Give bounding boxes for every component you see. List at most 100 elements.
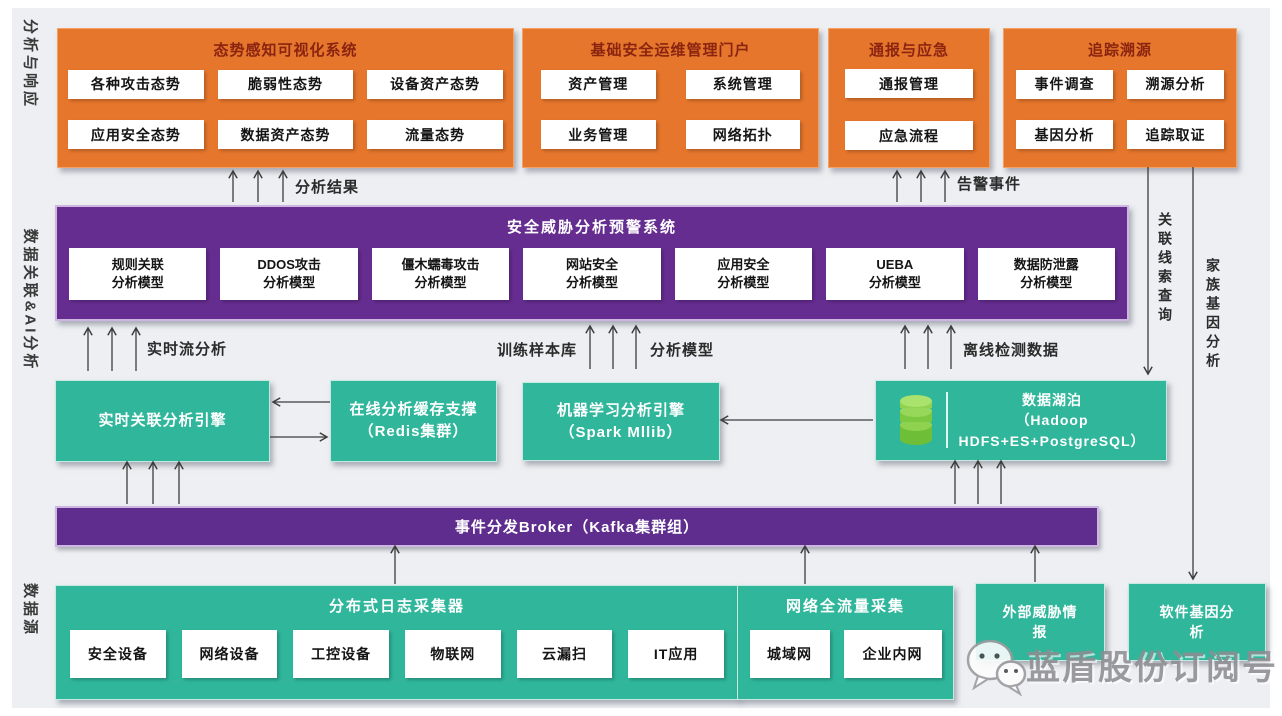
sub-item: 工控设备	[293, 629, 389, 678]
label-clue-query: 关联线索查询	[1157, 212, 1173, 326]
box-title: 基础安全运维管理门户	[590, 42, 751, 59]
box-situational-awareness: 态势感知可视化系统 各种攻击态势 脆弱性态势 设备资产态势 应用安全态势 数据资…	[57, 28, 514, 168]
sub-item: 基因分析	[1016, 120, 1113, 150]
model-item: 应用安全分析模型	[674, 248, 813, 300]
label-alert-events: 告警事件	[957, 176, 1022, 193]
label-offline-data: 离线检测数据	[963, 342, 1060, 359]
sub-item: IT应用	[628, 629, 724, 678]
sub-item: 通报管理	[845, 69, 973, 98]
sub-item: 企业内网	[843, 629, 942, 678]
engine-label: 机器学习分析引擎 （Spark Mllib）	[557, 400, 685, 444]
model-item: 网站安全分析模型	[523, 248, 661, 300]
side-label-data-source: 数据源	[21, 582, 39, 638]
sub-item: 物联网	[404, 629, 501, 678]
model-line2: 分析模型	[1020, 275, 1073, 290]
item-grid: 资产管理 系统管理 业务管理 网络拓扑	[523, 62, 818, 167]
sub-item: 网络拓扑	[685, 120, 800, 150]
box-log-collector: 分布式日志采集器 安全设备 网络设备 工控设备 物联网 云漏扫 IT应用	[55, 585, 739, 700]
lake-line3: HDFS+ES+PostgreSQL）	[958, 432, 1146, 449]
model-line2: 分析模型	[565, 275, 618, 290]
system-title: 安全威胁分析预警系统	[506, 219, 677, 236]
item-grid: 事件调查 溯源分析 基因分析 追踪取证	[1004, 62, 1236, 167]
label-realtime-stream: 实时流分析	[147, 341, 228, 358]
model-line2: 分析模型	[414, 275, 467, 290]
sub-item: 安全设备	[70, 629, 166, 678]
model-item: DDOS攻击分析模型	[220, 248, 358, 300]
model-item: UEBA 分析模型	[826, 248, 964, 300]
line2: 析	[1189, 624, 1205, 640]
box-software-gene: 软件基因分 析	[1128, 583, 1266, 661]
software-gene-label: 软件基因分 析	[1160, 602, 1235, 643]
data-lake-label: 数据湖泊 （Hadoop HDFS+ES+PostgreSQL）	[958, 390, 1145, 451]
model-line1: 网站安全	[565, 256, 618, 272]
box-threat-warning-system: 安全威胁分析预警系统 规则关联分析模型 DDOS攻击分析模型 僵木蠕毒攻击分析模…	[55, 205, 1129, 321]
sub-item: 城域网	[749, 629, 830, 678]
sub-item: 溯源分析	[1127, 69, 1224, 99]
item-grid: 安全设备 网络设备 工控设备 物联网 云漏扫 IT应用	[56, 616, 738, 699]
model-item: 规则关联分析模型	[69, 248, 207, 300]
sub-item: 追踪取证	[1127, 120, 1224, 150]
sub-item: 系统管理	[685, 69, 800, 99]
line2: 报	[1032, 624, 1048, 640]
model-line2: 分析模型	[111, 275, 164, 290]
sub-item: 事件调查	[1016, 69, 1113, 99]
box-redis-cache: 在线分析缓存支撑 （Redis集群）	[330, 380, 497, 462]
model-line1: 僵木蠕毒攻击	[401, 256, 480, 272]
lake-line2: （Hadoop	[1015, 412, 1089, 429]
box-notification-emergency: 通报与应急 通报管理 应急流程	[828, 28, 990, 168]
box-title: 追踪溯源	[1087, 42, 1152, 59]
sub-item: 云漏扫	[516, 629, 613, 678]
model-item: 僵木蠕毒攻击分析模型	[371, 248, 510, 300]
engine-line1: 在线分析缓存支撑	[349, 401, 478, 419]
sub-item: 各种攻击态势	[68, 69, 204, 99]
box-title: 网络全流量采集	[785, 598, 905, 615]
box-title: 分布式日志采集器	[328, 598, 465, 615]
label-analysis-model: 分析模型	[650, 342, 715, 359]
sub-item: 资产管理	[541, 69, 656, 99]
engine-line2: （Spark Mllib）	[559, 423, 683, 441]
lake-line1: 数据湖泊	[1021, 392, 1082, 409]
engine-label: 实时关联分析引擎	[98, 412, 227, 430]
model-line1: UEBA	[876, 256, 914, 272]
side-label-analysis-response: 分析与响应	[21, 18, 39, 110]
sub-item: 设备资产态势	[367, 69, 503, 99]
label-family-gene: 家族基因分析	[1205, 258, 1221, 372]
engine-line2: （Redis集群）	[358, 423, 469, 440]
model-grid: 规则关联分析模型 DDOS攻击分析模型 僵木蠕毒攻击分析模型 网站安全分析模型 …	[57, 237, 1127, 300]
box-realtime-engine: 实时关联分析引擎	[55, 380, 270, 462]
model-line1: DDOS攻击	[257, 256, 321, 272]
database-cylinder-icon	[900, 395, 933, 446]
model-line2: 分析模型	[868, 275, 921, 290]
threat-intel-label: 外部威胁情 报	[1003, 602, 1078, 643]
box-spark-ml-engine: 机器学习分析引擎 （Spark Mllib）	[522, 382, 720, 461]
item-grid: 城域网 企业内网	[738, 616, 953, 699]
kafka-label: 事件分发Broker（Kafka集群组）	[454, 519, 700, 536]
sub-item: 应急流程	[845, 121, 973, 150]
data-lake-content: 数据湖泊 （Hadoop HDFS+ES+PostgreSQL）	[886, 390, 1155, 451]
item-grid: 通报管理 应急流程	[829, 62, 989, 167]
item-grid: 各种攻击态势 脆弱性态势 设备资产态势 应用安全态势 数据资产态势 流量态势	[58, 62, 513, 167]
sub-item: 脆弱性态势	[217, 69, 354, 99]
model-line1: 规则关联	[111, 256, 164, 272]
divider	[946, 392, 949, 449]
label-training-lib: 训练样本库	[497, 342, 578, 359]
box-ops-portal: 基础安全运维管理门户 资产管理 系统管理 业务管理 网络拓扑	[522, 28, 819, 168]
sub-item: 业务管理	[541, 120, 656, 150]
line1: 外部威胁情	[1002, 603, 1078, 620]
model-line2: 分析模型	[263, 275, 316, 290]
model-line1: 应用安全	[717, 256, 770, 272]
label-analysis-result: 分析结果	[295, 179, 360, 196]
box-kafka-broker: 事件分发Broker（Kafka集群组）	[55, 506, 1099, 547]
box-title: 态势感知可视化系统	[213, 42, 358, 59]
box-trace-source: 追踪溯源 事件调查 溯源分析 基因分析 追踪取证	[1003, 28, 1237, 168]
model-line2: 分析模型	[717, 275, 770, 290]
sub-item: 网络设备	[181, 629, 278, 678]
engine-line1: 机器学习分析引擎	[556, 401, 685, 419]
box-data-lake: 数据湖泊 （Hadoop HDFS+ES+PostgreSQL）	[875, 380, 1167, 461]
sub-item: 数据资产态势	[217, 120, 354, 150]
box-traffic-collector: 网络全流量采集 城域网 企业内网	[737, 585, 954, 700]
line1: 软件基因分	[1159, 603, 1235, 620]
model-line1: 数据防泄露	[1013, 256, 1079, 272]
engine-label: 在线分析缓存支撑 （Redis集群）	[349, 399, 477, 443]
